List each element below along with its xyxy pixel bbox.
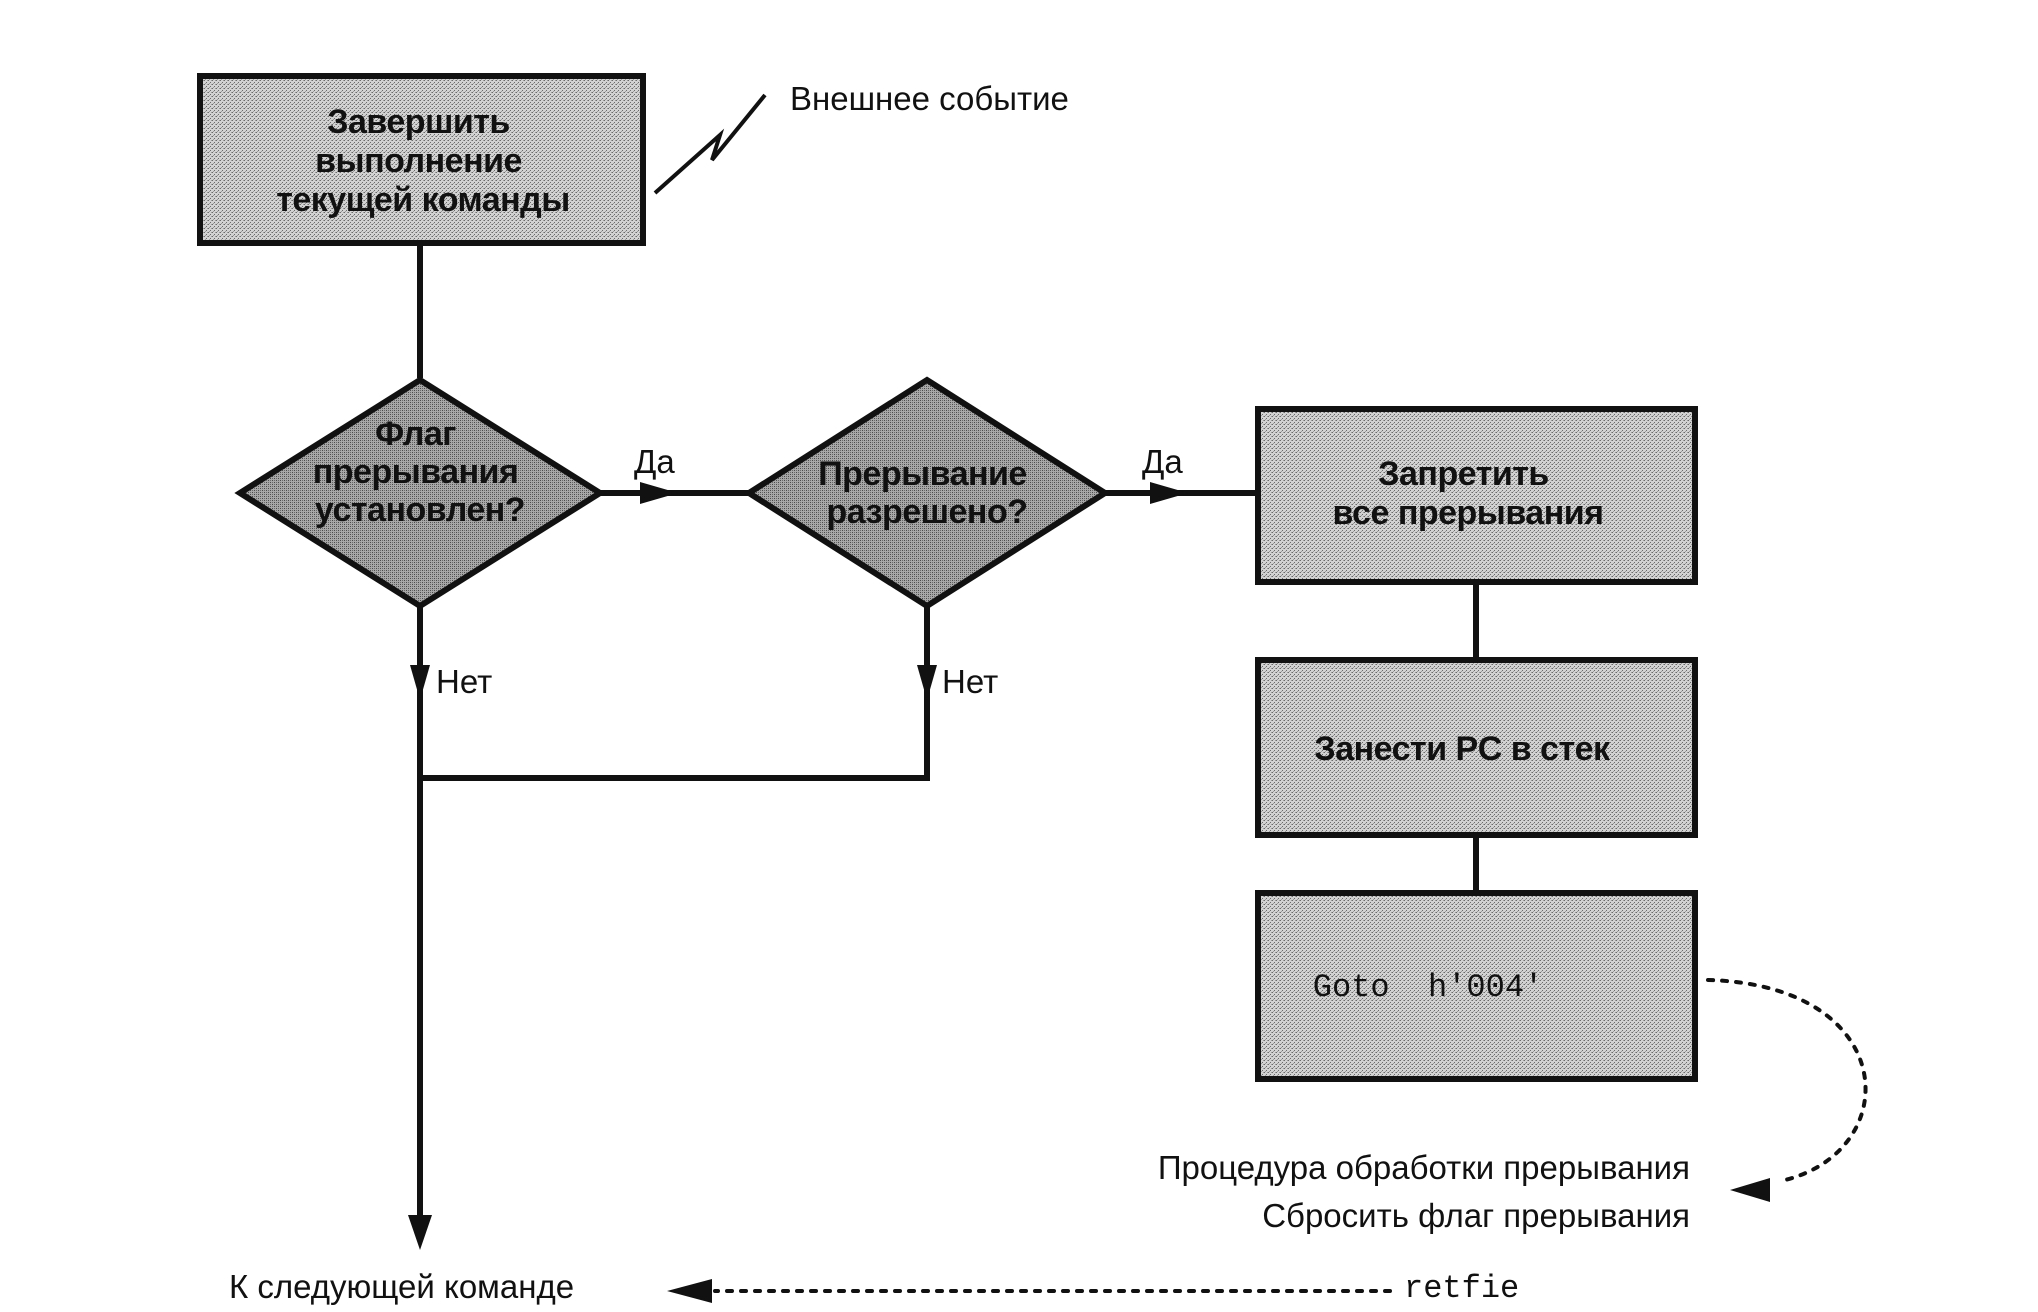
- box-goto: [1255, 890, 1698, 1082]
- label-next-command: К следующей команде: [229, 1268, 574, 1305]
- arrowhead-retfie: [667, 1279, 712, 1303]
- arrowhead-next-command: [408, 1215, 432, 1250]
- label-yes-2: Да: [1142, 443, 1183, 480]
- label-retfie: retfie: [1404, 1270, 1519, 1307]
- label-yes-1: Да: [634, 443, 675, 480]
- box-disable-interrupts-text: Запретить все прерывания: [1333, 455, 1604, 532]
- label-no-1: Нет: [436, 663, 492, 700]
- arrowhead-yes-2: [1150, 482, 1188, 504]
- box-push-pc: [1255, 657, 1698, 838]
- decision-flag-set: [234, 376, 606, 610]
- flag-line-2: прерывания: [313, 453, 519, 491]
- finish-line-3: текущей команды: [276, 181, 570, 219]
- arrowhead-no-1: [410, 665, 430, 700]
- enabled-line-2: разрешено?: [827, 493, 1028, 531]
- box-finish-command: [197, 73, 646, 246]
- label-isr-line1: Процедура обработки прерывания: [1158, 1149, 1690, 1186]
- dotted-connector-to-isr: [1706, 978, 1868, 1182]
- arrowhead-no-2: [917, 665, 937, 700]
- finish-line-2: выполнение: [315, 142, 522, 180]
- disable-line-1: Запретить: [1378, 455, 1549, 493]
- flag-line-1: Флаг: [375, 415, 456, 453]
- decision-interrupt-enabled: [743, 376, 1111, 610]
- flag-line-3: установлен?: [315, 491, 525, 529]
- arrowhead-yes-1: [640, 482, 678, 504]
- finish-line-1: Завершить: [327, 103, 510, 141]
- box-finish-command-text: Завершить выполнение текущей команды: [276, 103, 570, 219]
- decision-interrupt-enabled-text: Прерывание разрешено?: [818, 455, 1036, 531]
- label-isr-line2: Сбросить флаг прерывания: [1262, 1197, 1690, 1234]
- box-goto-text: Goto h'004': [1313, 969, 1543, 1006]
- connectors: [408, 243, 1479, 1250]
- disable-line-2: все прерывания: [1333, 494, 1604, 532]
- enabled-line-1: Прерывание: [818, 455, 1027, 493]
- box-push-pc-text: Занести PC в стек: [1314, 730, 1611, 768]
- label-external-event: Внешнее событие: [790, 80, 1069, 117]
- label-no-2: Нет: [942, 663, 998, 700]
- lightning-icon: [653, 93, 767, 195]
- decision-flag-set-text: Флаг прерывания установлен?: [313, 415, 528, 529]
- arrowhead-isr: [1730, 1178, 1770, 1202]
- box-disable-interrupts: [1255, 406, 1698, 585]
